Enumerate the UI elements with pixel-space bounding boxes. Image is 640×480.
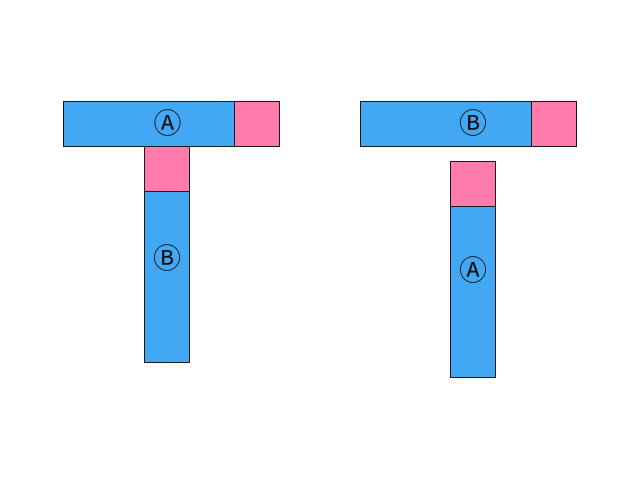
right-vertical-bar [450, 206, 496, 378]
left-vertical-bar [144, 191, 190, 363]
right-horizontal-bar-label: Ⓑ [458, 107, 487, 140]
right-horizontal-end-cap [531, 101, 577, 147]
right-vertical-bar-label: Ⓐ [458, 254, 487, 287]
left-horizontal-end-cap [234, 101, 280, 147]
right-vertical-end-cap [450, 161, 496, 207]
left-vertical-bar-label: Ⓑ [152, 242, 181, 275]
right-horizontal-bar [360, 101, 532, 147]
left-horizontal-bar [63, 101, 235, 147]
left-vertical-end-cap [144, 146, 190, 192]
left-horizontal-bar-label: Ⓐ [153, 107, 182, 140]
